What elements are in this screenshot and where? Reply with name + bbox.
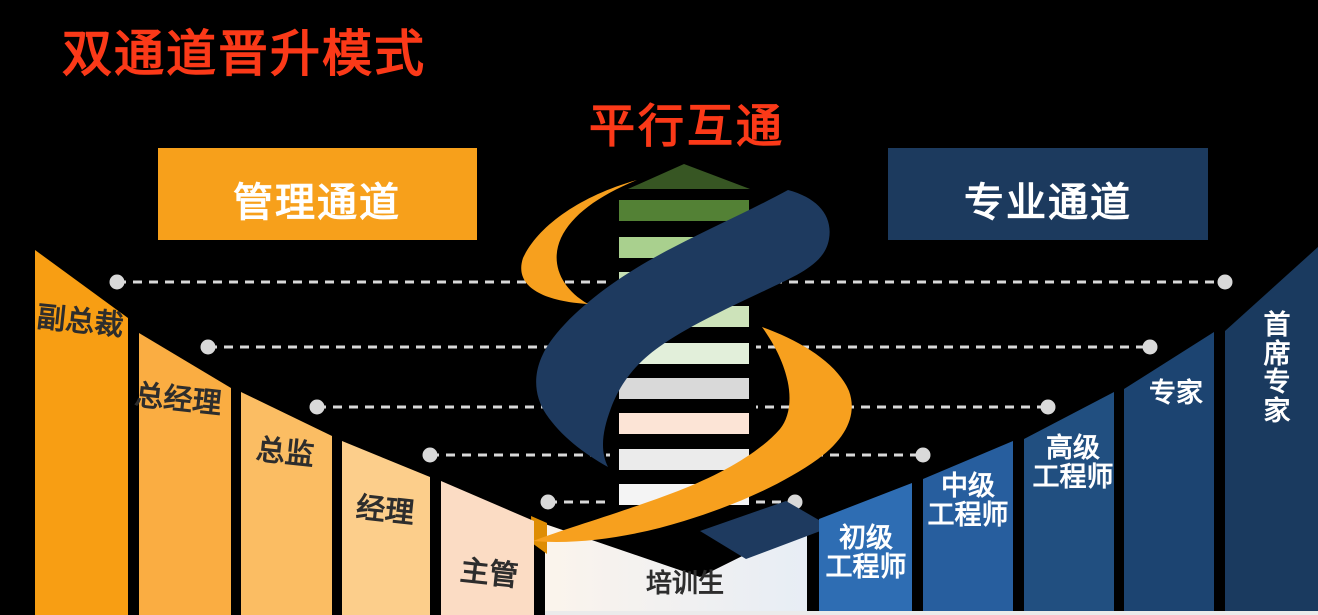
- management-step-3: [241, 392, 332, 615]
- connector-dot: [1142, 339, 1158, 355]
- professional-level-label-mid: 中级 工程师: [927, 471, 1009, 530]
- management-step-1: [35, 250, 128, 615]
- professional-step-1: [819, 483, 912, 615]
- management-channel-label: 管理通道: [233, 181, 401, 225]
- professional-level-label-senior: 高级 工程师: [1032, 433, 1114, 492]
- trainee-step: [545, 524, 807, 615]
- professional-step-4: [1124, 332, 1214, 615]
- ladder-rung: [619, 200, 749, 221]
- management-level-label-manager: 经理: [354, 492, 416, 530]
- level-connector-dots: [109, 274, 1233, 510]
- connector-dot: [1217, 274, 1233, 290]
- professional-step-5: [1225, 247, 1318, 615]
- connector-dot: [1040, 399, 1056, 415]
- professional-channel-box: [888, 148, 1208, 240]
- professional-step-3: [1024, 392, 1114, 615]
- helix-ribbon-orange-sweep: [533, 327, 852, 542]
- connector-dot: [915, 447, 931, 463]
- professional-level-label-chief-expert: 首席 专家: [1263, 310, 1291, 426]
- baseline-strip: [545, 611, 1318, 615]
- helix-ribbon-orange-fold: [531, 516, 547, 554]
- parallel-link-title: 平行互通: [589, 100, 785, 152]
- connector-dot: [309, 399, 325, 415]
- management-channel-box: [158, 148, 477, 240]
- ladder-arrow-icon: [628, 164, 750, 189]
- ladder-rung: [619, 449, 749, 470]
- management-level-label-director: 总监: [254, 434, 316, 472]
- management-step-2: [139, 333, 231, 615]
- professional-steps: [819, 247, 1318, 615]
- management-level-label-supervisor: 主管: [458, 555, 520, 593]
- ladder-rung: [619, 413, 749, 434]
- connector-dot: [540, 494, 556, 510]
- helix-ribbon-orange-crescent: [521, 180, 637, 304]
- management-steps: [35, 250, 534, 615]
- connector-dot: [200, 339, 216, 355]
- professional-level-label-expert: 专家: [1149, 378, 1203, 408]
- connector-dot: [109, 274, 125, 290]
- helix-ribbon-navy: [536, 190, 830, 467]
- connector-dot: [422, 447, 438, 463]
- professional-channel-label: 专业通道: [964, 181, 1132, 225]
- ladder-rung: [619, 378, 749, 399]
- professional-step-2: [923, 441, 1013, 615]
- management-step-5: [441, 481, 534, 615]
- trainee-label: 培训生: [645, 568, 725, 598]
- professional-level-label-junior: 初级 工程师: [825, 523, 907, 582]
- page-title: 双通道晋升模式: [62, 26, 426, 82]
- management-step-4: [342, 441, 430, 615]
- helix-ribbon-navy-tail: [700, 501, 831, 559]
